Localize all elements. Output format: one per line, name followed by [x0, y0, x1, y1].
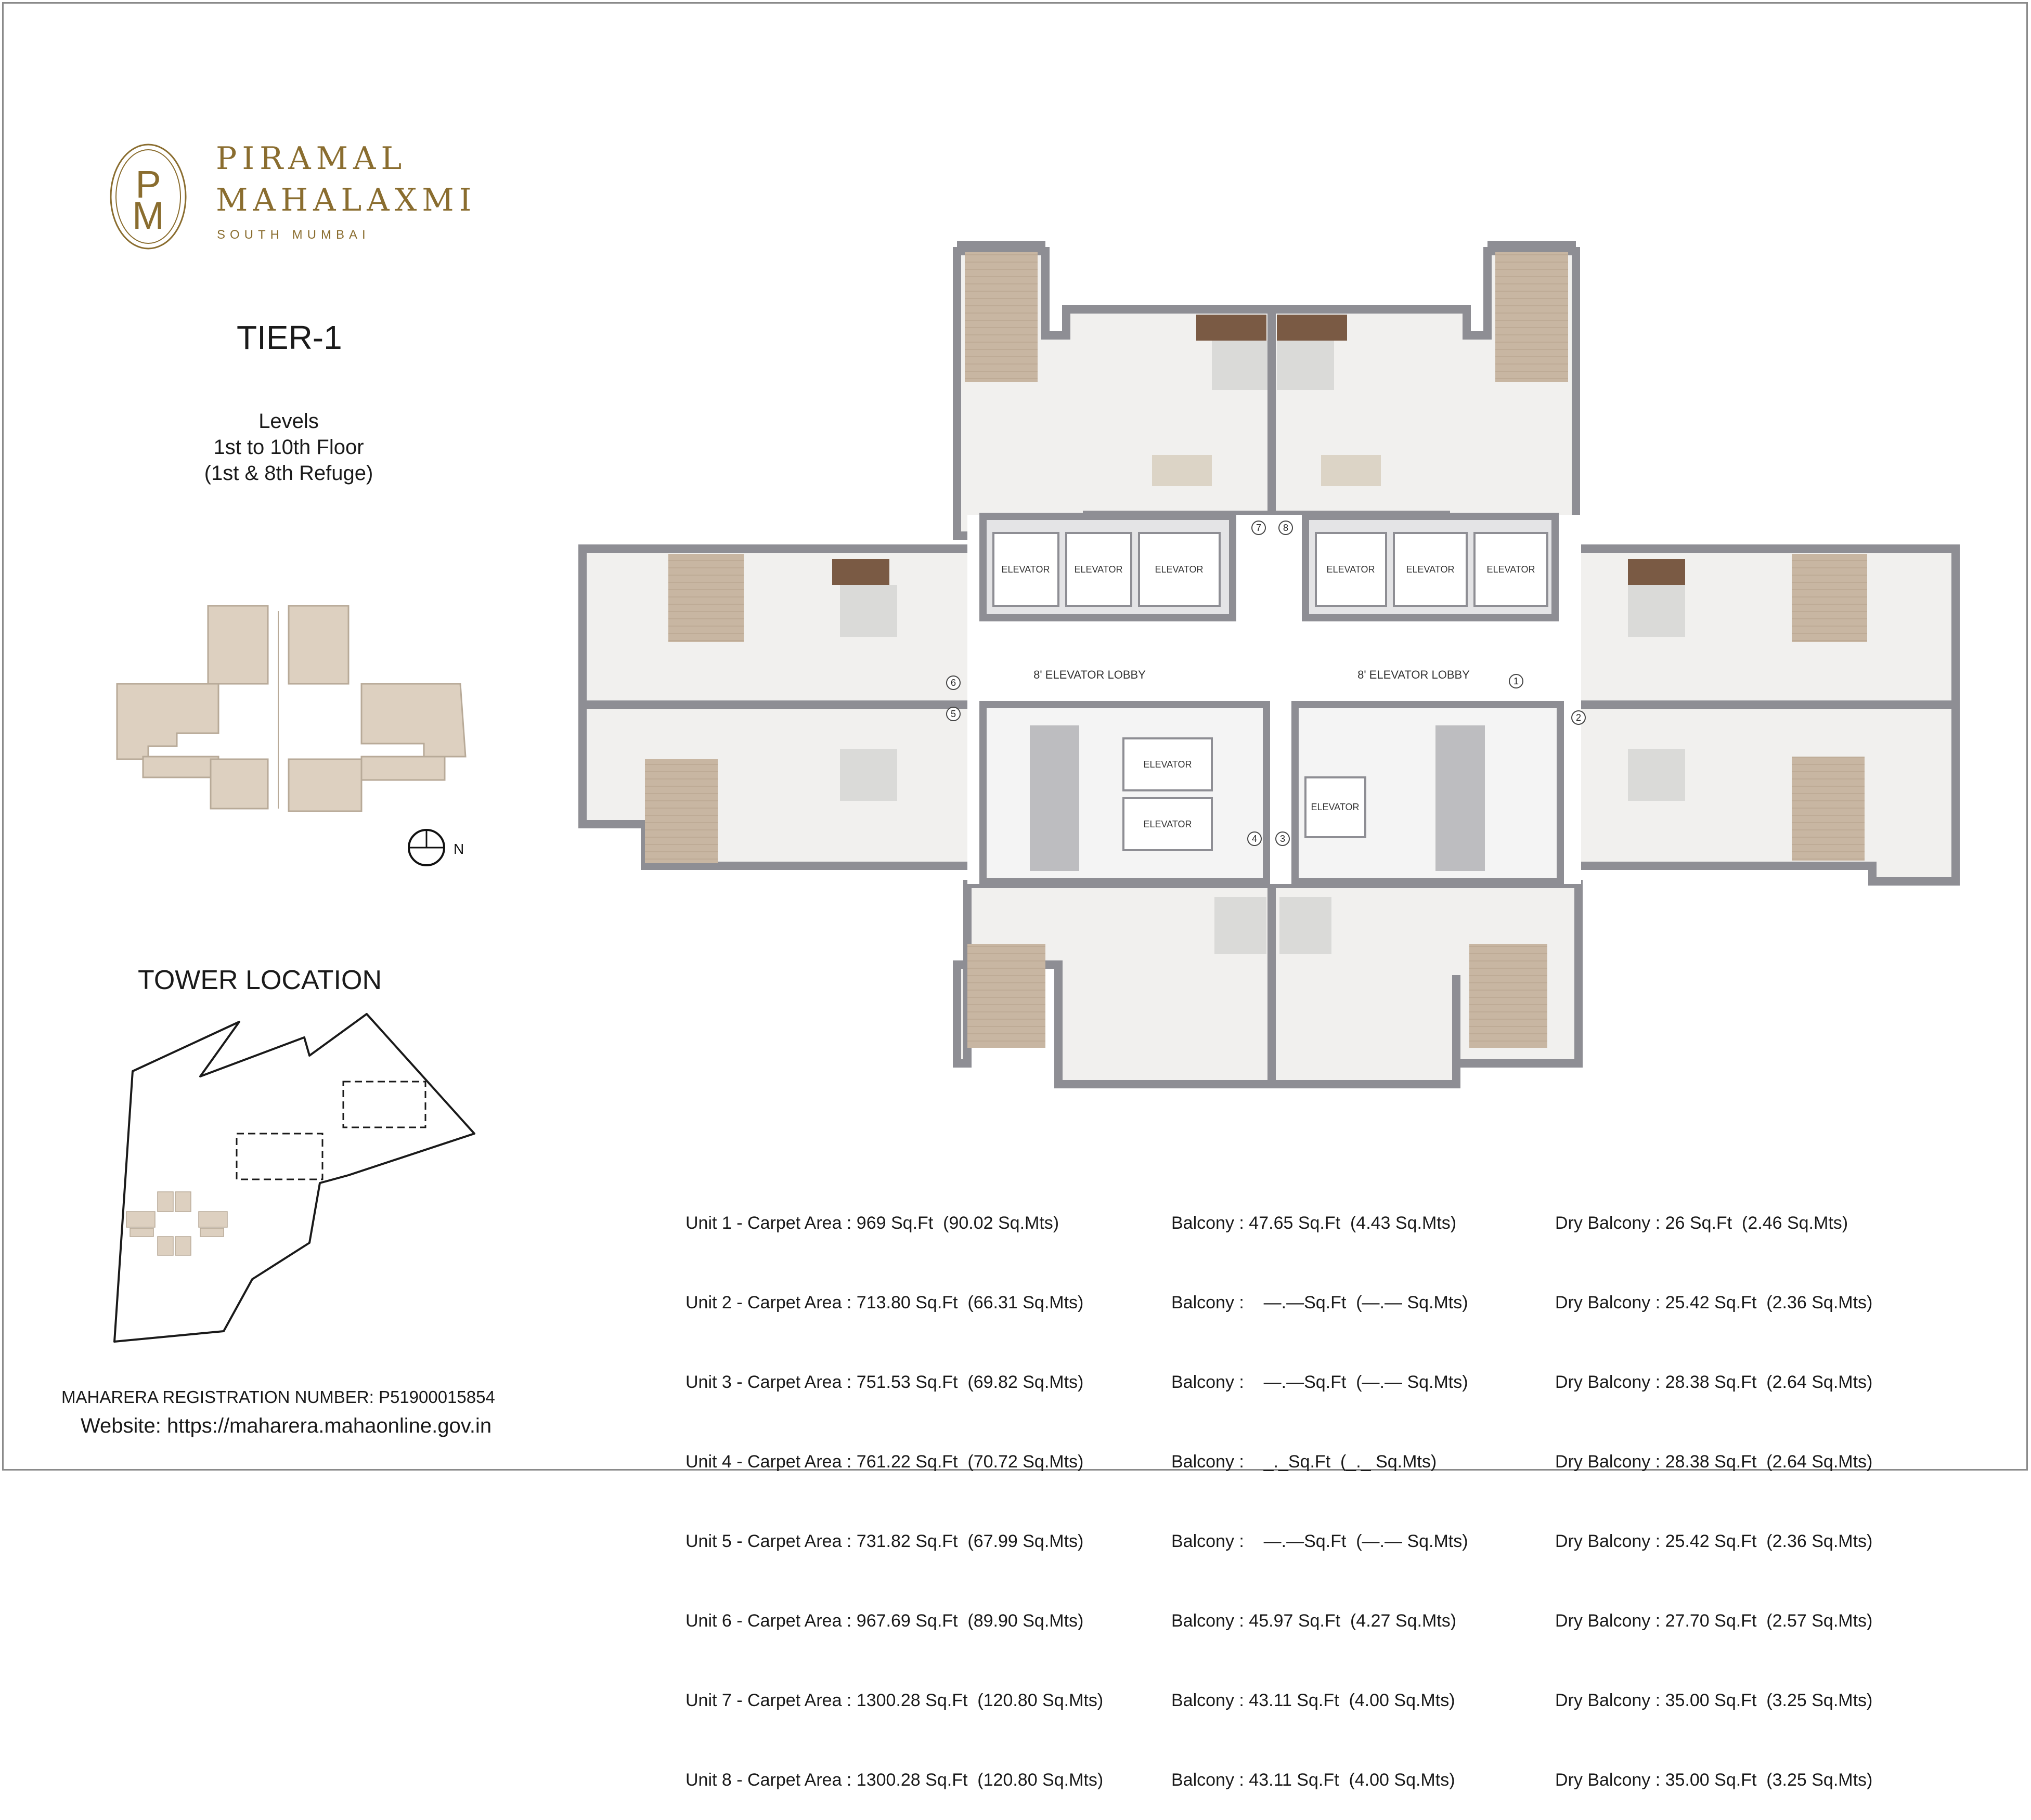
- unit-8-plan: [1267, 241, 1580, 540]
- elevator-label: ELEVATOR: [1155, 564, 1203, 575]
- unit-4-plan: [953, 880, 1276, 1088]
- key-plan-block-left-lower: [142, 756, 219, 778]
- levels-info: Levels 1st to 10th Floor (1st & 8th Refu…: [179, 408, 398, 486]
- elevator-box: [1473, 532, 1548, 607]
- elevator-box: [1393, 532, 1468, 607]
- dry-balcony-row: Dry Balcony : 35.00 Sq.Ft (3.25 Sq.Mts): [1555, 1770, 1873, 1790]
- maharera-registration: MAHARERA REGISTRATION NUMBER: P519000158…: [61, 1387, 495, 1407]
- floor-plan: ELEVATOR ELEVATOR ELEVATOR ELEVATOR ELEV…: [578, 241, 1960, 1088]
- balcony-row: Balcony : 43.11 Sq.Ft (4.00 Sq.Mts): [1171, 1691, 1455, 1710]
- site-plot-upper: [342, 1081, 426, 1128]
- dry-balcony-row: Dry Balcony : 26 Sq.Ft (2.46 Sq.Mts): [1555, 1213, 1848, 1233]
- dry-balcony-row: Dry Balcony : 28.38 Sq.Ft (2.64 Sq.Mts): [1555, 1452, 1873, 1472]
- key-plan-block-bottom-right: [288, 758, 363, 812]
- north-compass-icon: N: [408, 829, 464, 866]
- key-plan-block-bottom-left: [210, 758, 269, 810]
- unit-5-plan: [578, 700, 992, 870]
- elevator-label: ELEVATOR: [1001, 564, 1050, 575]
- unit-area-row: Unit 6 - Carpet Area : 967.69 Sq.Ft (89.…: [685, 1611, 1084, 1631]
- elevator-label: ELEVATOR: [1074, 564, 1122, 575]
- balcony-row: Balcony : —.—Sq.Ft (—.— Sq.Mts): [1171, 1531, 1468, 1551]
- unit-2-plan: [1551, 700, 1960, 886]
- unit-area-row: Unit 4 - Carpet Area : 761.22 Sq.Ft (70.…: [685, 1452, 1084, 1472]
- key-plan-block-right-lower: [360, 756, 446, 781]
- monogram-p: P: [135, 163, 161, 206]
- elevator-box: [1138, 532, 1221, 607]
- unit-area-row: Unit 3 - Carpet Area : 751.53 Sq.Ft (69.…: [685, 1372, 1084, 1392]
- unit-area-row: Unit 8 - Carpet Area : 1300.28 Sq.Ft (12…: [685, 1770, 1104, 1790]
- unit-6-plan: [578, 544, 992, 709]
- elevator-label: ELEVATOR: [1406, 564, 1454, 575]
- elevator-box: [1315, 532, 1387, 607]
- elevator-lobby-label: 8' ELEVATOR LOBBY: [1033, 668, 1146, 681]
- balcony-row: Balcony : 45.97 Sq.Ft (4.27 Sq.Mts): [1171, 1611, 1457, 1631]
- balcony-row: Balcony : _._Sq.Ft (_._ Sq.Mts): [1171, 1452, 1437, 1472]
- balcony-row: Balcony : 47.65 Sq.Ft (4.43 Sq.Mts): [1171, 1213, 1457, 1233]
- unit-number-7: 7: [1256, 523, 1261, 533]
- elevator-box: [1122, 737, 1213, 791]
- brand-name-line2: MAHALAXMI: [216, 182, 477, 218]
- unit-number-4: 4: [1252, 834, 1257, 844]
- core: [967, 513, 1581, 885]
- site-tower-marker: [126, 1191, 228, 1256]
- unit-number-1: 1: [1513, 676, 1519, 686]
- unit-carpet-areas: Unit 1 - Carpet Area : 969 Sq.Ft (90.02 …: [685, 1157, 1103, 1820]
- unit-area-row: Unit 1 - Carpet Area : 969 Sq.Ft (90.02 …: [685, 1213, 1059, 1233]
- monogram-emblem: P M: [110, 144, 187, 250]
- balcony-row: Balcony : 43.11 Sq.Ft (4.00 Sq.Mts): [1171, 1770, 1455, 1790]
- elevator-label: ELEVATOR: [1486, 564, 1535, 575]
- unit-7-plan: [953, 241, 1276, 540]
- dry-balcony-row: Dry Balcony : 27.70 Sq.Ft (2.57 Sq.Mts): [1555, 1611, 1873, 1631]
- unit-area-row: Unit 7 - Carpet Area : 1300.28 Sq.Ft (12…: [685, 1691, 1104, 1710]
- balcony-row: Balcony : —.—Sq.Ft (—.— Sq.Mts): [1171, 1293, 1468, 1312]
- brand-logo: P M PIRAMAL MAHALAXMI SOUTH MUMBAI: [107, 140, 481, 255]
- compass-label: N: [454, 841, 464, 857]
- tier-title: TIER-1: [237, 319, 342, 356]
- levels-line1: Levels: [258, 410, 319, 433]
- dry-balcony-row: Dry Balcony : 28.38 Sq.Ft (2.64 Sq.Mts): [1555, 1372, 1873, 1392]
- site-plot-lower: [236, 1133, 324, 1180]
- unit-area-row: Unit 2 - Carpet Area : 713.80 Sq.Ft (66.…: [685, 1293, 1084, 1312]
- elevator-label: ELEVATOR: [1143, 819, 1192, 829]
- elevator-box: [1304, 776, 1366, 838]
- unit-number-3: 3: [1280, 834, 1285, 844]
- unit-number-markers: 1 2 3 4 5 6 7 8: [946, 521, 1586, 846]
- dry-balcony-row: Dry Balcony : 35.00 Sq.Ft (3.25 Sq.Mts): [1555, 1691, 1873, 1710]
- site-boundary: [113, 1013, 475, 1343]
- balcony-areas: Balcony : 47.65 Sq.Ft (4.43 Sq.Mts) Balc…: [1171, 1157, 1468, 1820]
- elevator-box: [992, 532, 1059, 607]
- unit-3-plan: [1267, 880, 1583, 1088]
- unit-number-6: 6: [951, 678, 956, 688]
- page-border: [2, 2, 2028, 1471]
- elevator-box: [1065, 532, 1132, 607]
- elevator-box: [1122, 797, 1213, 851]
- unit-area-row: Unit 5 - Carpet Area : 731.82 Sq.Ft (67.…: [685, 1531, 1084, 1551]
- site-location-map: [113, 1013, 475, 1343]
- elevator-label: ELEVATOR: [1326, 564, 1375, 575]
- unit-1-plan: [1551, 544, 1960, 709]
- brand-name-line1: PIRAMAL: [216, 140, 407, 177]
- dry-balcony-row: Dry Balcony : 25.42 Sq.Ft (2.36 Sq.Mts): [1555, 1293, 1873, 1312]
- elevator-lobby-label: 8' ELEVATOR LOBBY: [1357, 668, 1470, 681]
- dry-balcony-row: Dry Balcony : 25.42 Sq.Ft (2.36 Sq.Mts): [1555, 1531, 1873, 1551]
- balcony-row: Balcony : —.—Sq.Ft (—.— Sq.Mts): [1171, 1372, 1468, 1392]
- key-plan: [116, 605, 467, 812]
- website-link[interactable]: Website: https://maharera.mahaonline.gov…: [81, 1414, 492, 1437]
- unit-number-2: 2: [1576, 712, 1581, 723]
- brand-tagline: SOUTH MUMBAI: [217, 228, 370, 242]
- key-plan-block-left-upper: [116, 683, 219, 760]
- unit-number-5: 5: [951, 709, 956, 719]
- unit-number-8: 8: [1283, 523, 1288, 533]
- elevator-label: ELEVATOR: [1311, 802, 1359, 812]
- dry-balcony-areas: Dry Balcony : 26 Sq.Ft (2.46 Sq.Mts) Dry…: [1555, 1157, 1872, 1820]
- elevator-label: ELEVATOR: [1143, 759, 1192, 770]
- tower-location-title: TOWER LOCATION: [138, 965, 382, 995]
- key-plan-block-top-left: [207, 605, 269, 685]
- levels-line2: 1st to 10th Floor: [213, 436, 364, 459]
- key-plan-block-top-right: [288, 605, 350, 685]
- levels-line3: (1st & 8th Refuge): [204, 462, 373, 485]
- monogram-m: M: [132, 194, 164, 237]
- key-plan-block-right-upper: [360, 683, 467, 758]
